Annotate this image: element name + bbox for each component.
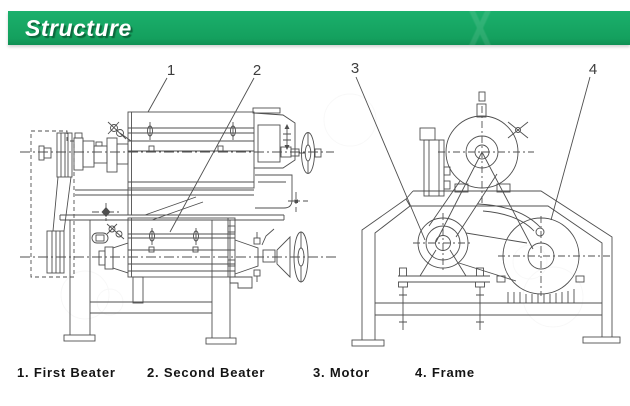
callout-leaders <box>147 76 591 241</box>
callout-1: 1 <box>167 62 175 79</box>
banner-title: Structure <box>25 14 132 41</box>
watermark-circles <box>60 93 584 328</box>
callout-3: 3 <box>351 60 359 77</box>
legend-item-first-beater: 1. First Beater <box>17 365 116 380</box>
legend: 1. First Beater 2. Second Beater 3. Moto… <box>0 365 630 385</box>
legend-item-frame: 4. Frame <box>415 365 475 380</box>
structure-banner: Structure <box>8 11 630 45</box>
legend-item-motor: 3. Motor <box>313 365 370 380</box>
watermark-x <box>390 11 570 45</box>
legend-item-second-beater: 2. Second Beater <box>147 365 266 380</box>
end-view-drawing <box>351 91 621 347</box>
callout-4: 4 <box>589 61 597 78</box>
side-view-drawing <box>20 107 337 345</box>
callout-2: 2 <box>253 62 261 79</box>
